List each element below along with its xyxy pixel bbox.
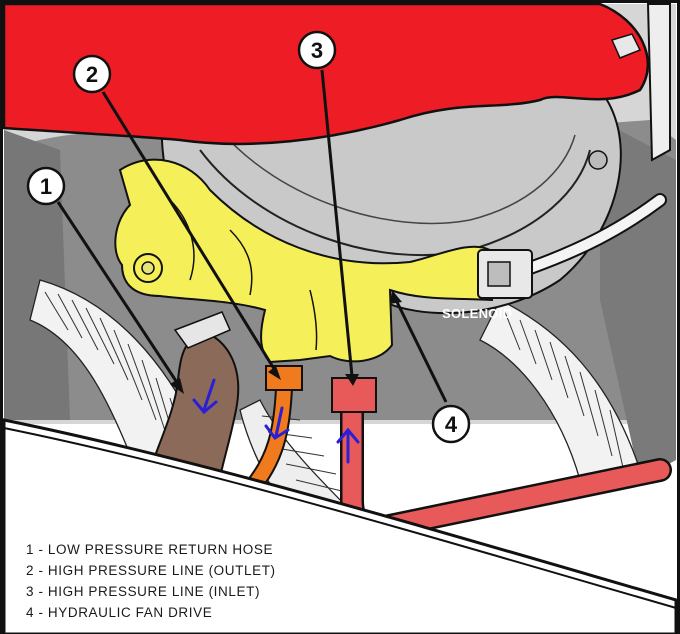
fan-hub-ring-inner [219,129,576,225]
callout-3-leader [320,69,354,377]
solenoid-label: SOLENOID [442,306,512,321]
mounting-bolt [588,150,608,170]
callout-4-number: 4 [445,412,458,437]
legend-item-4: 4 - HYDRAULIC FAN DRIVE [26,605,213,620]
solenoid-wiring-core [525,195,665,273]
legend-item-1: 1 - LOW PRESSURE RETURN HOSE [26,542,274,557]
callout-3: 3 [297,30,337,70]
callout-1: 1 [26,166,66,206]
callout-arrowheads [170,290,402,394]
legend-item-2: 2 - HIGH PRESSURE LINE (OUTLET) [26,563,276,578]
right-bracket [646,3,671,162]
diagram-legend: 1 - LOW PRESSURE RETURN HOSE 2 - HIGH PR… [26,539,276,623]
callout-2-leader [101,91,278,373]
return-flow-arrow-icon [192,378,218,415]
outlet-flow-arrow-icon [264,406,290,440]
inlet-flow-arrow-icon [336,427,360,464]
solenoid-connector-latch [487,261,511,287]
callout-2: 2 [72,54,112,94]
callout-1-number: 1 [40,174,52,199]
legend-item-3: 3 - HIGH PRESSURE LINE (INLET) [26,584,261,599]
shroud-clip [610,33,642,59]
drive-mount-hole [141,261,155,275]
callout-4-leader [394,299,448,403]
callout-2-number: 2 [86,62,98,87]
hose-clamp [173,311,231,349]
callout-4: 4 [431,404,471,444]
callout-leaders [56,69,448,403]
callout-3-number: 3 [311,38,323,63]
hydraulic-fan-drive-body [114,158,494,364]
flow-arrows [192,378,360,464]
radiator-panel-edge [3,427,677,609]
red-fan-shroud [2,2,650,146]
callout-1-leader [56,201,180,385]
radiator-panel [2,418,678,634]
